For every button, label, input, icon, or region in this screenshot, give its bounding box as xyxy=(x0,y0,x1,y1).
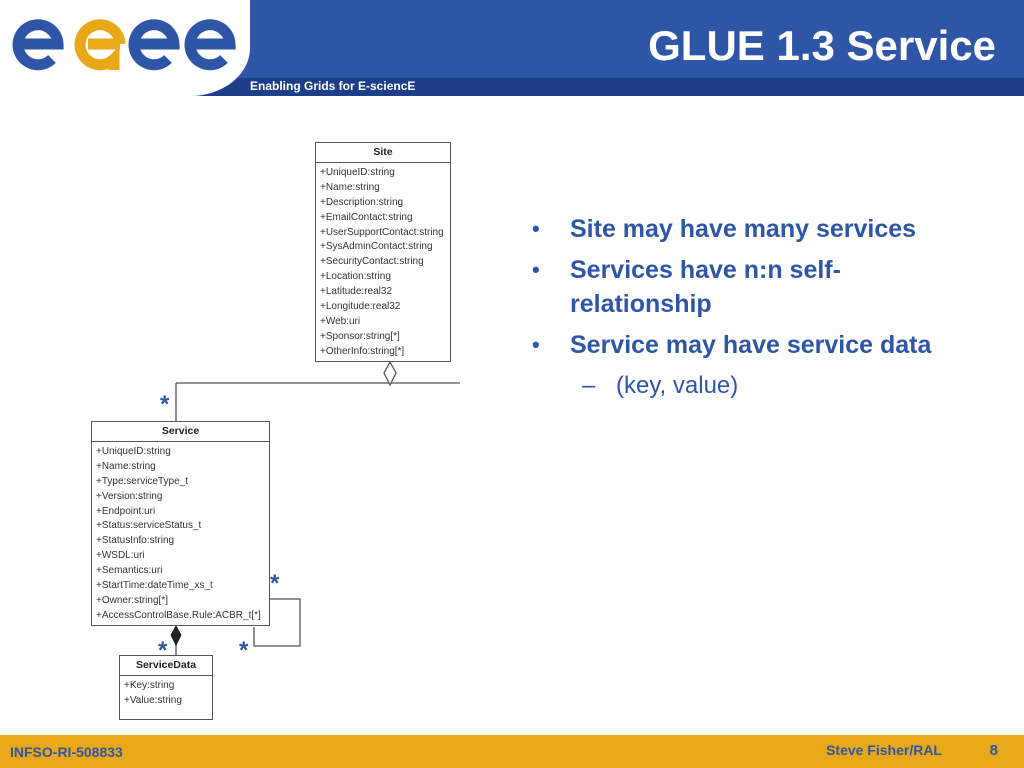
aggregation-diamond xyxy=(383,360,397,387)
servicedata-class-name: ServiceData xyxy=(120,656,212,676)
bullet-text: Services have n:n self-relationship xyxy=(570,256,841,318)
attribute: +Web:uri xyxy=(320,315,361,327)
attribute: +Name:string xyxy=(320,181,380,193)
multiplicity-site-service: * xyxy=(160,391,170,418)
self-relationship-loop xyxy=(253,598,301,647)
attribute: +Endpoint:uri xyxy=(96,505,156,517)
site-class: Site +UniqueID:string +Name:string +Desc… xyxy=(315,142,451,362)
footer-author: Steve Fisher/RAL xyxy=(826,742,942,758)
attribute: +UniqueID:string xyxy=(320,167,395,178)
bullet-item: • Site may have many services xyxy=(530,212,970,246)
attribute: +Name:string xyxy=(96,460,156,472)
attribute: +StatusInfo:string xyxy=(96,535,175,547)
attribute: +SysAdminContact:string xyxy=(320,241,433,253)
footer-bar xyxy=(0,735,1024,768)
sub-bullet-item: – (key, value) xyxy=(530,369,970,403)
attribute: +SecurityContact:string xyxy=(320,256,424,268)
site-attributes: +UniqueID:string +Name:string +Descripti… xyxy=(316,163,450,362)
service-class-name: Service xyxy=(92,422,269,442)
bullet-dot-icon: • xyxy=(532,332,540,357)
site-class-name: Site xyxy=(316,143,450,163)
slide-title: GLUE 1.3 Service xyxy=(648,22,996,69)
composition-diamond xyxy=(170,624,182,647)
attribute: +UserSupportContact:string xyxy=(320,226,444,238)
attribute: +Value:string xyxy=(124,694,182,706)
attribute: +AccessControlBase.Rule:ACBR_t[*] xyxy=(96,609,261,621)
attribute: +Longitude:real32 xyxy=(320,301,401,313)
attribute: +Type:serviceType_t xyxy=(96,475,188,487)
bullet-dot-icon: • xyxy=(532,257,540,282)
attribute: +Semantics:uri xyxy=(96,565,163,577)
attribute: +UniqueID:string xyxy=(96,446,171,457)
attribute: +EmailContact:string xyxy=(320,211,413,223)
multiplicity-self-bottom: * xyxy=(239,637,249,664)
attribute: +WSDL:uri xyxy=(96,550,145,562)
service-class: Service +UniqueID:string +Name:string +T… xyxy=(91,421,270,626)
page-number: 8 xyxy=(989,742,998,759)
bullet-dot-icon: • xyxy=(532,216,540,241)
attribute: +Status:serviceStatus_t xyxy=(96,520,202,532)
attribute: +Sponsor:string[*] xyxy=(320,330,400,342)
bullet-item: • Services have n:n self-relationship xyxy=(530,253,970,321)
dash-icon: – xyxy=(582,372,596,399)
bullet-list: • Site may have many services • Services… xyxy=(530,212,970,403)
service-attributes: +UniqueID:string +Name:string +Type:serv… xyxy=(92,442,269,626)
attribute: +Location:string xyxy=(320,271,391,283)
footer-project-id: INFSO-RI-508833 xyxy=(10,744,123,760)
sub-bullet-text: (key, value) xyxy=(616,372,739,399)
attribute: +Owner:string[*] xyxy=(96,594,168,606)
attribute: +Latitude:real32 xyxy=(320,286,393,298)
servicedata-attributes: +Key:string +Value:string xyxy=(120,676,212,711)
attribute: +Description:string xyxy=(320,196,404,208)
tagline: Enabling Grids for E-sciencE xyxy=(250,79,416,93)
egee-logo xyxy=(12,19,236,71)
bullet-text: Site may have many services xyxy=(570,215,917,243)
bullet-item: • Service may have service data xyxy=(530,328,970,362)
tagline-bar xyxy=(0,78,1024,96)
multiplicity-servicedata: * xyxy=(158,637,168,664)
multiplicity-self-top: * xyxy=(270,570,280,597)
servicedata-class: ServiceData +Key:string +Value:string xyxy=(119,655,213,720)
attribute: +Key:string xyxy=(124,680,175,691)
bullet-text: Service may have service data xyxy=(570,331,932,359)
attribute: +StartTime:dateTime_xs_t xyxy=(96,580,213,592)
attribute: +Version:string xyxy=(96,490,163,502)
attribute: +OtherInfo:string[*] xyxy=(320,345,405,357)
